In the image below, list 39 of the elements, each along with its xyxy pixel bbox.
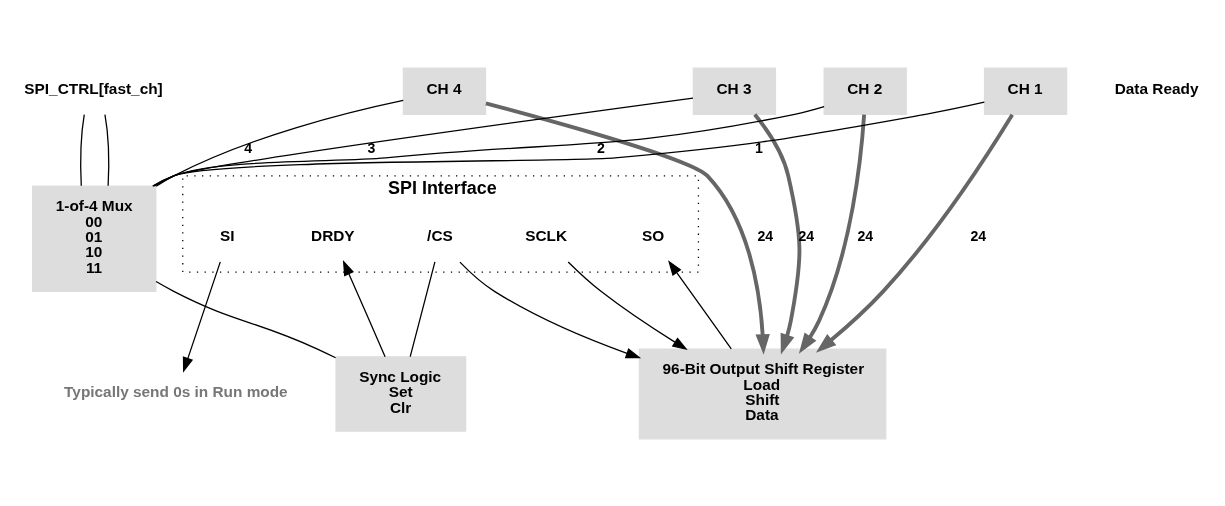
node-box: CH 4 (402, 67, 487, 115)
node-text: SI (219, 226, 235, 244)
arrow (342, 259, 386, 357)
node-text: SCLK (525, 226, 568, 244)
connector (153, 105, 825, 187)
edge-label: 24 (857, 227, 874, 244)
connector (153, 96, 694, 187)
edge-label: 1 (754, 139, 763, 156)
node-box: CH 3 (692, 67, 777, 115)
arrow (182, 260, 221, 373)
connector (80, 113, 85, 186)
arrow (798, 114, 867, 354)
node-text: /CS (427, 226, 453, 244)
edge-label: 24 (757, 227, 774, 244)
edge-label: 2 (597, 139, 605, 156)
connector (152, 101, 985, 187)
label: Data Ready (1114, 79, 1199, 97)
node-box: 1-of-4 Mux 00 01 10 11 (32, 185, 157, 292)
node-box: CH 2 (823, 67, 907, 115)
node-box: CH 1 (983, 67, 1068, 115)
arrow (459, 261, 642, 358)
node-box: Sync Logic Set Clr (335, 355, 467, 432)
edge-label: 3 (367, 139, 376, 156)
edge-label: 24 (970, 227, 987, 244)
arrow (668, 259, 732, 349)
arrow (753, 112, 802, 355)
arrow (485, 100, 770, 355)
node-text: Typically send 0s in Run mode (64, 382, 288, 400)
connector (409, 260, 436, 357)
node-text: SO (642, 226, 665, 244)
node-text: DRDY (311, 226, 355, 244)
arrow (567, 260, 688, 350)
connector (155, 280, 337, 358)
edge-label: 4 (244, 139, 253, 156)
arrow (815, 113, 1014, 353)
connector (155, 99, 404, 187)
connector (104, 113, 110, 186)
node-text: SPI_CTRL[fast_ch] (24, 79, 163, 97)
node-box: 96-Bit Output Shift Register Load Shift Data (638, 347, 887, 439)
